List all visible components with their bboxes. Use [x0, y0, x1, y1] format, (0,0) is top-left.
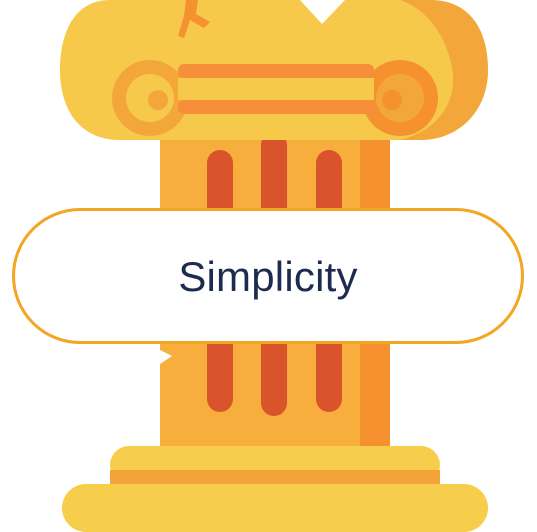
pillar-shaft-nick-left [160, 350, 172, 364]
pillar-band-fill [178, 78, 374, 100]
pillar-volute-right-core [382, 90, 402, 110]
pillar-base-lower [62, 484, 488, 532]
pillar-capital-crack [178, 0, 210, 38]
simplicity-label-pill: Simplicity [12, 208, 524, 344]
pillar-flute-center-lower [261, 320, 287, 416]
pillar-capital-shadow [400, 0, 488, 140]
simplicity-label: Simplicity [178, 253, 358, 300]
pillar-band-lower [178, 100, 374, 114]
pillar-base-upper-band [110, 470, 440, 484]
pillar-capital-notch [300, 0, 345, 24]
pillar-flute-center [261, 132, 287, 232]
pillar-volute-left-core [148, 90, 168, 110]
pillar-band [178, 64, 374, 78]
